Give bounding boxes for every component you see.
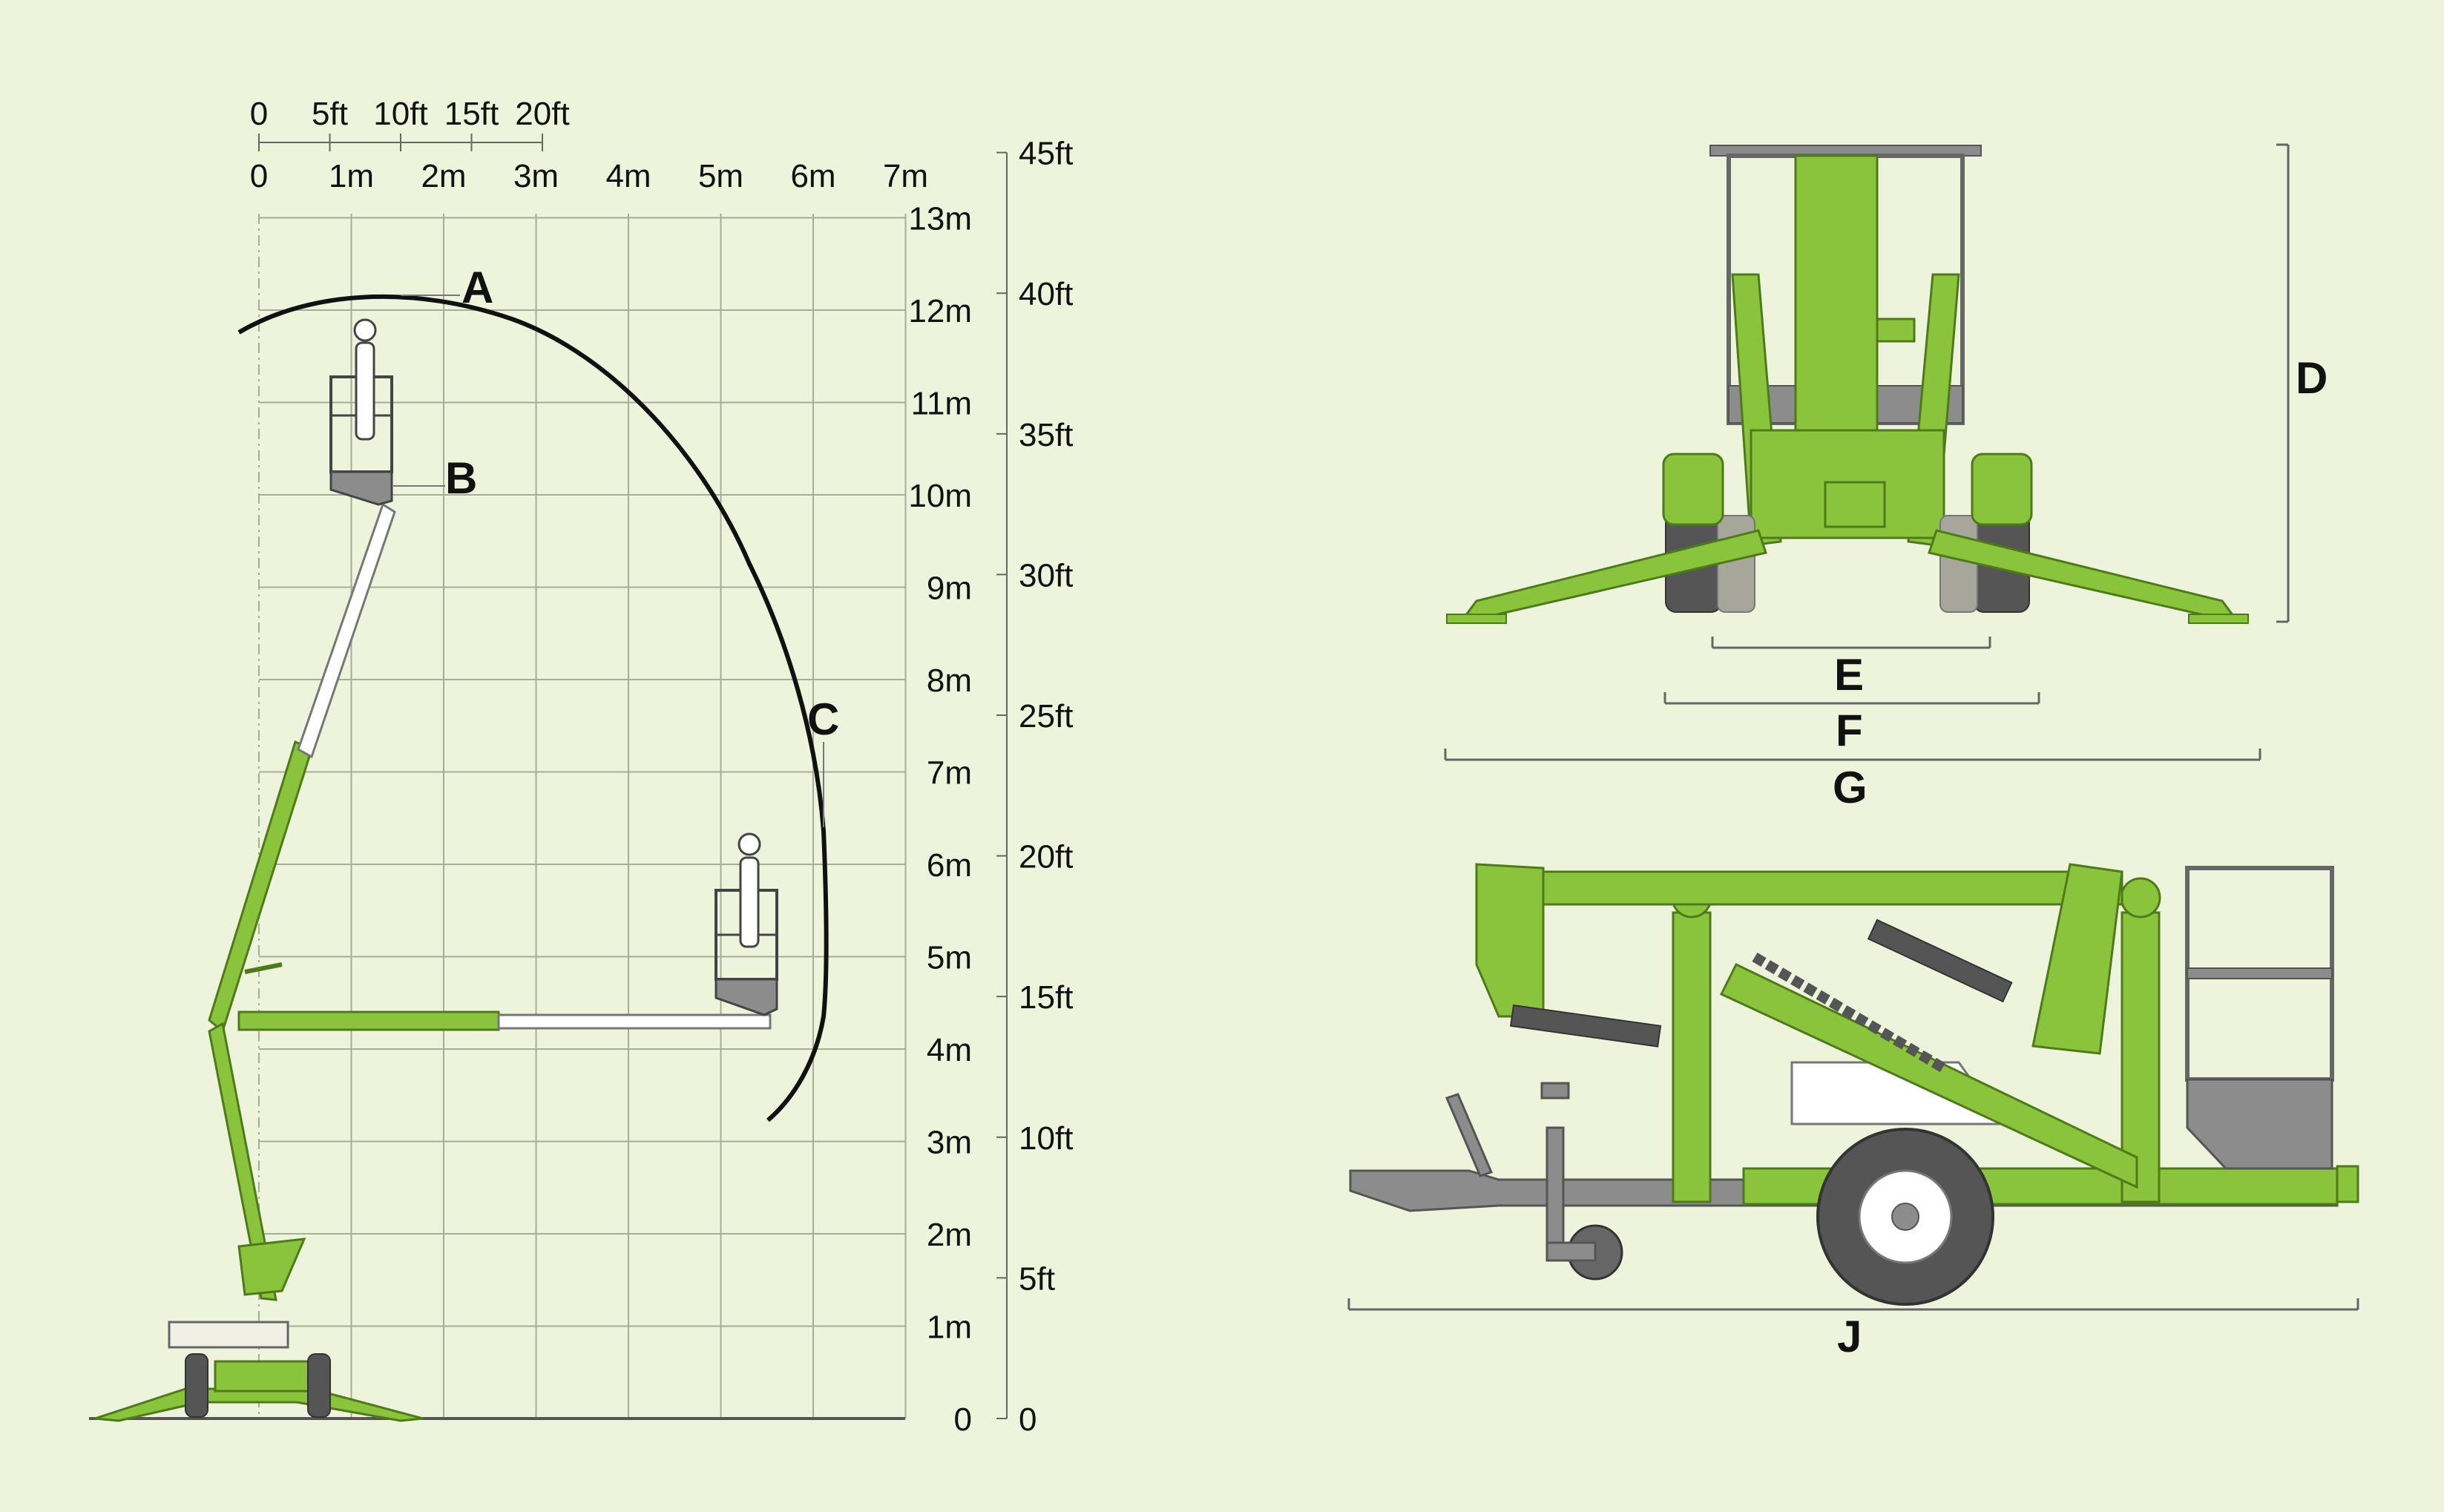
front-view: D E F G xyxy=(1444,143,2328,812)
metre-tick-label: 1m xyxy=(329,158,374,194)
boom-raised xyxy=(208,502,396,1301)
feet-tick-label: 0 xyxy=(250,96,268,132)
label-b: B xyxy=(445,453,477,503)
metre-tick-label: 7m xyxy=(927,755,972,792)
metre-tick-label: 6m xyxy=(790,158,835,194)
metre-tick-label: 0 xyxy=(954,1401,972,1438)
feet-vertical-tick-label: 35ft xyxy=(1019,417,1073,453)
metre-tick-label: 5m xyxy=(698,158,743,194)
feet-vertical-tick-label: 45ft xyxy=(1019,136,1073,172)
label-f: F xyxy=(1836,706,1863,755)
feet-vertical-scale: 0 5ft 10ft 15ft 20ft 25ft 30ft 35ft 40ft 45ft xyxy=(996,136,1073,1438)
feet-vertical-tick-label: 10ft xyxy=(1019,1120,1073,1157)
metre-tick-label: 5m xyxy=(927,940,972,976)
metre-tick-label: 4m xyxy=(605,158,651,194)
metre-tick-label: 8m xyxy=(927,663,972,699)
working-envelope-curve xyxy=(237,294,829,1123)
feet-vertical-tick-label: 5ft xyxy=(1019,1260,1055,1297)
reach-grid xyxy=(89,214,907,1420)
label-a: A xyxy=(461,263,493,312)
boom-horizontal xyxy=(237,1010,772,1031)
feet-horizontal-scale: 0 5ft 10ft 15ft 20ft xyxy=(250,96,570,151)
feet-tick-label: 20ft xyxy=(515,96,569,132)
basket-raised xyxy=(329,318,393,506)
feet-vertical-tick-label: 0 xyxy=(1019,1401,1037,1438)
feet-tick-label: 15ft xyxy=(444,96,499,132)
reach-diagram: 0 5ft 10ft 15ft 20ft 0 1m 2m 3m 4m 5m 6m 7m 0 1m 2m 3m… xyxy=(89,96,1073,1438)
metre-tick-label: 1m xyxy=(927,1309,972,1346)
feet-vertical-tick-label: 15ft xyxy=(1019,979,1073,1016)
metre-tick-label: 12m xyxy=(908,293,972,329)
basket-horizontal xyxy=(715,832,778,1016)
metre-tick-label: 10m xyxy=(908,478,972,514)
side-view: J xyxy=(1347,863,2359,1361)
metre-tick-label: 2m xyxy=(421,158,466,194)
metre-tick-label: 3m xyxy=(927,1125,972,1161)
label-g: G xyxy=(1833,763,1868,812)
feet-vertical-tick-label: 20ft xyxy=(1019,839,1073,875)
feet-vertical-tick-label: 30ft xyxy=(1019,557,1073,594)
metre-tick-label: 4m xyxy=(927,1032,972,1068)
label-j: J xyxy=(1837,1312,1862,1361)
machine-base xyxy=(94,1321,424,1422)
label-d: D xyxy=(2296,353,2328,403)
metre-tick-label: 0 xyxy=(250,158,268,194)
metre-tick-label: 3m xyxy=(513,158,559,194)
feet-tick-label: 10ft xyxy=(373,96,427,132)
metre-vertical-scale: 0 1m 2m 3m 4m 5m 6m 7m 8m 9m 10m 11m 12m 13m xyxy=(908,201,972,1439)
metre-tick-label: 11m xyxy=(911,386,972,422)
label-c: C xyxy=(807,694,839,744)
metre-horizontal-scale: 0 1m 2m 3m 4m 5m 6m 7m xyxy=(250,158,928,194)
feet-vertical-tick-label: 40ft xyxy=(1019,276,1073,312)
label-e: E xyxy=(1834,650,1864,700)
feet-tick-label: 5ft xyxy=(312,96,348,132)
metre-tick-label: 13m xyxy=(908,201,972,237)
feet-vertical-tick-label: 25ft xyxy=(1019,698,1073,734)
metre-tick-label: 9m xyxy=(927,571,972,607)
metre-tick-label: 7m xyxy=(883,158,928,194)
metre-tick-label: 2m xyxy=(927,1217,972,1253)
metre-tick-label: 6m xyxy=(927,847,972,884)
